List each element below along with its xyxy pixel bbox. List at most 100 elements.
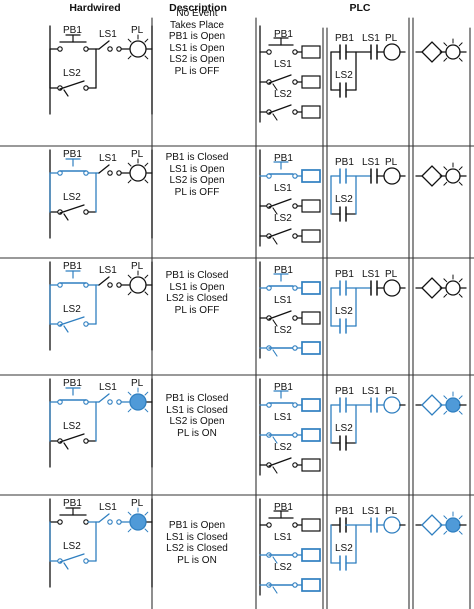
ls1-label: LS1 xyxy=(99,502,117,513)
ls2-contact xyxy=(59,80,85,90)
input-label: PB1 xyxy=(274,29,293,40)
description-line: PB1 is Open xyxy=(168,520,226,531)
pl-label: PL xyxy=(131,25,144,36)
input-label: LS1 xyxy=(274,412,292,423)
ladder-ls2-label: LS2 xyxy=(335,543,353,554)
output-module-icon xyxy=(421,165,443,187)
input-label: LS2 xyxy=(274,89,292,100)
input-module-box xyxy=(301,428,321,442)
lamp-ray xyxy=(458,395,463,400)
pl-label: PL xyxy=(131,261,144,272)
description-line: PL is OFF xyxy=(174,186,220,198)
input-label: LS1 xyxy=(274,59,292,70)
ls-input-contact xyxy=(268,228,292,238)
ls1-contact xyxy=(98,393,110,403)
lamp-ray xyxy=(458,410,463,415)
output-module-icon xyxy=(421,277,443,299)
ls1-contact xyxy=(98,164,110,174)
lamp-ray xyxy=(127,511,132,516)
input-terminal xyxy=(266,49,272,55)
pilot-lamp-icon xyxy=(129,393,147,411)
ls2-contact xyxy=(59,316,85,326)
ls1-contact xyxy=(98,40,110,50)
plc-output xyxy=(415,391,467,416)
description-line: LS1 is Open xyxy=(169,281,225,293)
ladder-ls2-label: LS2 xyxy=(335,423,353,434)
description-line: PB1 is Closed xyxy=(165,270,229,281)
ladder-ls1-label: LS1 xyxy=(362,269,380,280)
wire xyxy=(272,436,278,444)
output-lamp-icon xyxy=(445,397,461,413)
ladder-pb1-label: PB1 xyxy=(335,33,354,44)
ladder-pb1-label: PB1 xyxy=(335,269,354,280)
description-line: PL is ON xyxy=(177,554,217,566)
pilot-lamp-icon xyxy=(129,40,147,58)
lamp-ray xyxy=(144,38,149,43)
lamp-ray xyxy=(144,291,149,296)
lamp-ray xyxy=(443,515,448,520)
lamp-ray xyxy=(458,166,463,171)
ls2-label: LS2 xyxy=(63,304,81,315)
lamp-ray xyxy=(443,410,448,415)
lamp-ray xyxy=(127,162,132,167)
contact-terminal xyxy=(107,399,113,405)
ladder-pl-label: PL xyxy=(385,33,398,44)
lamp-ray xyxy=(144,511,149,516)
description-line: LS1 is Closed xyxy=(166,531,228,543)
lamp-ray xyxy=(127,55,132,60)
ls2-tick xyxy=(63,325,69,333)
input-label: LS2 xyxy=(274,325,292,336)
ladder-ls1-label: LS1 xyxy=(362,157,380,168)
ladder-pl-label: PL xyxy=(385,506,398,517)
ls1-label: LS1 xyxy=(99,29,117,40)
ls2-label: LS2 xyxy=(63,421,81,432)
input-module-box xyxy=(301,578,321,592)
ladder-ls1-label: LS1 xyxy=(362,506,380,517)
lamp-ray xyxy=(144,274,149,279)
input-module-box xyxy=(301,341,321,355)
plc-output xyxy=(415,511,467,536)
ls-input-contact xyxy=(268,198,292,208)
lamp-ray xyxy=(127,391,132,396)
input-module-box xyxy=(301,311,321,325)
wire xyxy=(272,319,278,327)
lamp-ray xyxy=(443,530,448,535)
description-line: PL is OFF xyxy=(174,65,220,77)
ls2-tick xyxy=(63,89,69,97)
description-line: LS1 is Open xyxy=(169,42,225,54)
input-label: PB1 xyxy=(274,265,293,276)
plc-output xyxy=(415,38,467,63)
wire xyxy=(272,586,278,594)
pl-label: PL xyxy=(131,149,144,160)
input-module-box xyxy=(301,199,321,213)
input-label: LS1 xyxy=(274,183,292,194)
ladder-pb1-label: PB1 xyxy=(335,386,354,397)
description-line: PB1 is Closed xyxy=(165,152,229,163)
input-terminal xyxy=(266,522,272,528)
lamp-ray xyxy=(443,166,448,171)
pb1-label: PB1 xyxy=(63,261,82,272)
pb1-label: PB1 xyxy=(63,378,82,389)
input-module-box xyxy=(301,105,321,119)
output-lamp-icon xyxy=(445,44,461,60)
pl-label: PL xyxy=(131,498,144,509)
contact-terminal xyxy=(107,519,113,525)
pilot-lamp-icon xyxy=(129,164,147,182)
lamp-ray xyxy=(144,391,149,396)
lamp-ray xyxy=(144,55,149,60)
ls2-label: LS2 xyxy=(63,541,81,552)
lamp-ray xyxy=(127,274,132,279)
description-line: PB1 is Closed xyxy=(165,393,229,404)
lamp-ray xyxy=(458,515,463,520)
description-line: LS2 is Open xyxy=(169,175,225,187)
wire xyxy=(272,207,278,215)
description-line: LS1 is Open xyxy=(169,163,225,175)
ladder-pb1-label: PB1 xyxy=(335,157,354,168)
ls1-label: LS1 xyxy=(99,153,117,164)
